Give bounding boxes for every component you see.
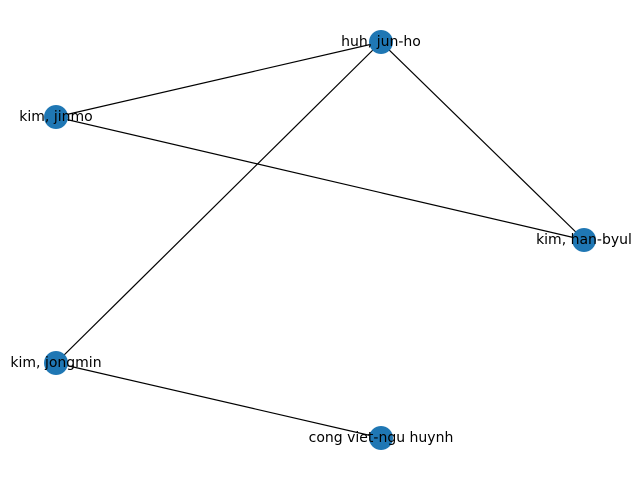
edges-layer — [55, 41, 585, 439]
node-label-huh: huh, jun-ho — [341, 34, 421, 50]
node-jinmo — [44, 105, 68, 129]
edge-jinmo-hanbyul — [55, 116, 585, 241]
labels-layer: huh, jun-ho kim, jinmo kim, han-byul kim, j… — [10, 34, 632, 446]
node-jongmin — [44, 351, 68, 375]
nodes-layer — [44, 30, 596, 450]
node-label-jongmin: kim, jongmin — [10, 355, 101, 371]
node-hanbyul — [572, 228, 596, 252]
node-label-cong: cong viet-ngu huynh — [309, 430, 454, 446]
node-huh — [369, 30, 393, 54]
edge-huh-hanbyul — [380, 41, 585, 241]
edge-huh-jongmin — [55, 41, 382, 364]
node-label-jinmo: kim, jinmo — [19, 109, 92, 125]
edge-jongmin-cong — [55, 362, 382, 439]
node-label-hanbyul: kim, han-byul — [536, 232, 632, 248]
edge-huh-jinmo — [55, 41, 382, 118]
node-cong — [369, 426, 393, 450]
